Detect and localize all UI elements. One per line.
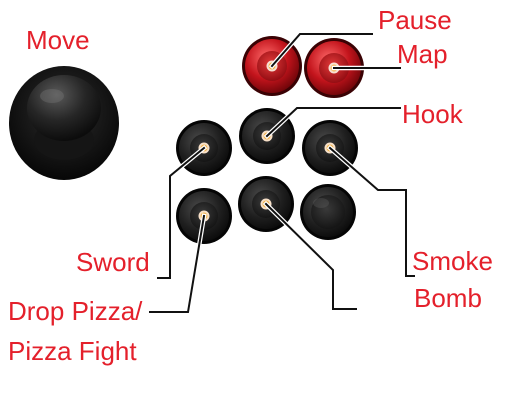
smoke-bomb-label-line1: Smoke [412, 246, 493, 276]
drop-pizza-label-line1: Drop Pizza/ [8, 296, 143, 326]
hook-label: Hook [402, 99, 463, 129]
move-label: Move [26, 25, 90, 55]
smoke-bomb-label-line2: Bomb [414, 283, 482, 313]
bottom-right-button [300, 184, 356, 240]
pause-label: Pause [378, 5, 452, 35]
leader-lines [147, 31, 417, 315]
map-label: Map [397, 39, 448, 69]
joystick-icon [9, 66, 119, 180]
drop-pizza-label-line2: Pizza Fight [8, 336, 137, 366]
sword-label: Sword [76, 247, 150, 277]
